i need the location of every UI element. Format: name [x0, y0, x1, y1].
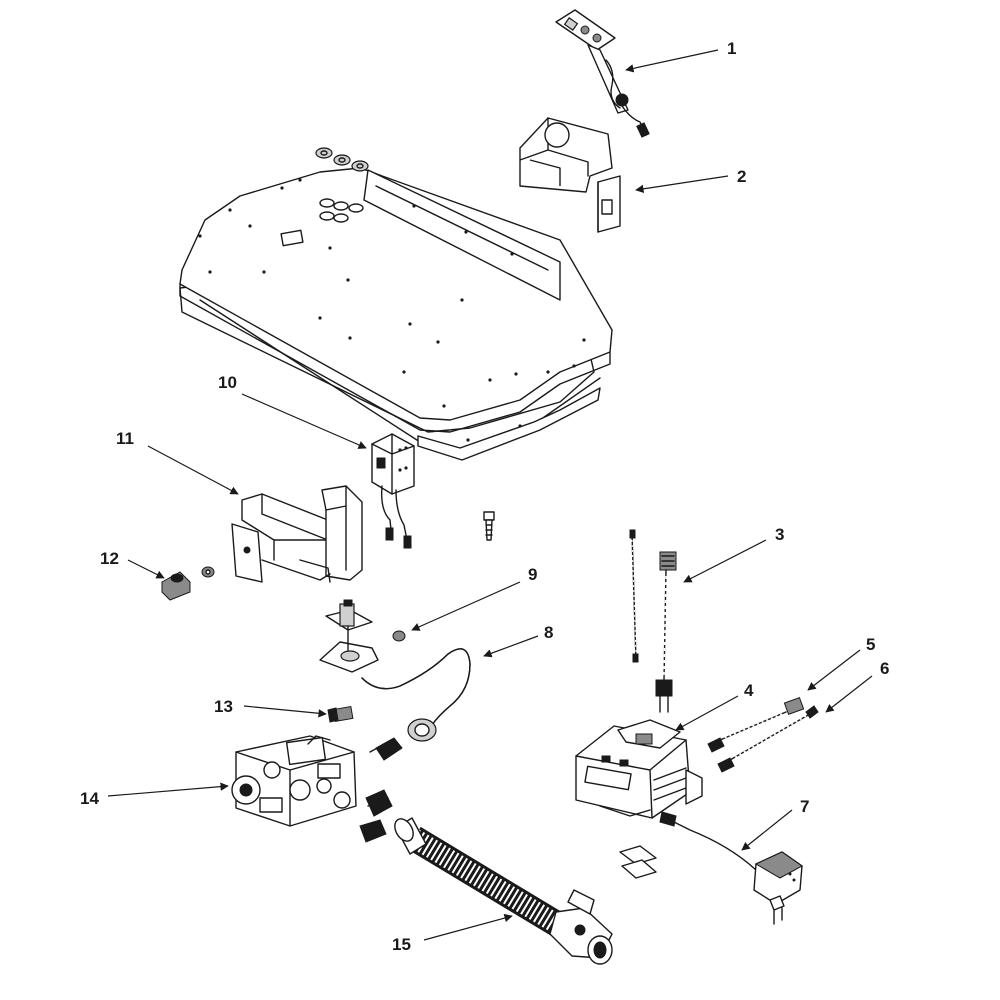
- leader-14: [107, 782, 229, 797]
- callout-labels: 1 2 3 4 5 6 7 8 9 10 11 12 13 14 15: [80, 39, 889, 954]
- leader-4: [675, 695, 739, 731]
- part-6-probe-cable: [717, 705, 819, 773]
- leader-8: [483, 635, 539, 658]
- part-14-gas-valve: [231, 735, 357, 827]
- part-1-remote-bracket: [555, 9, 650, 138]
- leader-11: [147, 445, 239, 495]
- leader-12: [127, 559, 165, 579]
- callout-15: 15: [392, 935, 411, 954]
- leader-10: [241, 393, 367, 449]
- control-platform-plate: [179, 147, 613, 461]
- platform-screw: [483, 511, 495, 541]
- callout-12: 12: [100, 549, 119, 568]
- leader-13: [243, 705, 327, 718]
- pilot-mounting-plate: [319, 599, 406, 673]
- leader-3: [683, 539, 767, 583]
- leader-lines: [107, 49, 873, 941]
- part-4-control-module: [575, 719, 703, 819]
- callout-1: 1: [727, 39, 736, 58]
- callout-6: 6: [880, 659, 889, 678]
- part-11-valve-bracket: [231, 485, 363, 583]
- leader-2: [635, 175, 729, 194]
- leader-15: [423, 913, 513, 941]
- adhesive-pads: [619, 845, 657, 879]
- callout-3: 3: [775, 525, 784, 544]
- part-5-connector-cable: [707, 696, 805, 753]
- leader-7: [741, 809, 793, 851]
- callout-4: 4: [744, 681, 754, 700]
- part-8-pilot-tube: [361, 648, 471, 761]
- callout-5: 5: [866, 635, 875, 654]
- leader-5: [807, 649, 861, 691]
- leader-6: [825, 675, 873, 713]
- part-2-mounting-bracket: [519, 117, 621, 233]
- callout-10: 10: [218, 373, 237, 392]
- leader-9: [411, 581, 521, 631]
- callout-13: 13: [214, 697, 233, 716]
- part-7-power-adapter: [659, 811, 803, 925]
- part-13-fitting: [327, 705, 354, 723]
- callout-11: 11: [116, 429, 134, 448]
- valve-fittings: [359, 789, 393, 843]
- leader-1: [625, 49, 719, 73]
- part-3-wire-harness: [629, 529, 677, 713]
- callout-9: 9: [528, 565, 537, 584]
- callout-8: 8: [544, 623, 553, 642]
- part-10-switch-box: [371, 433, 415, 549]
- part-12-control-knob: [161, 566, 215, 601]
- callout-14: 14: [80, 789, 99, 808]
- callout-2: 2: [737, 167, 746, 186]
- part-15-flex-hose: [394, 817, 613, 965]
- callout-7: 7: [800, 797, 809, 816]
